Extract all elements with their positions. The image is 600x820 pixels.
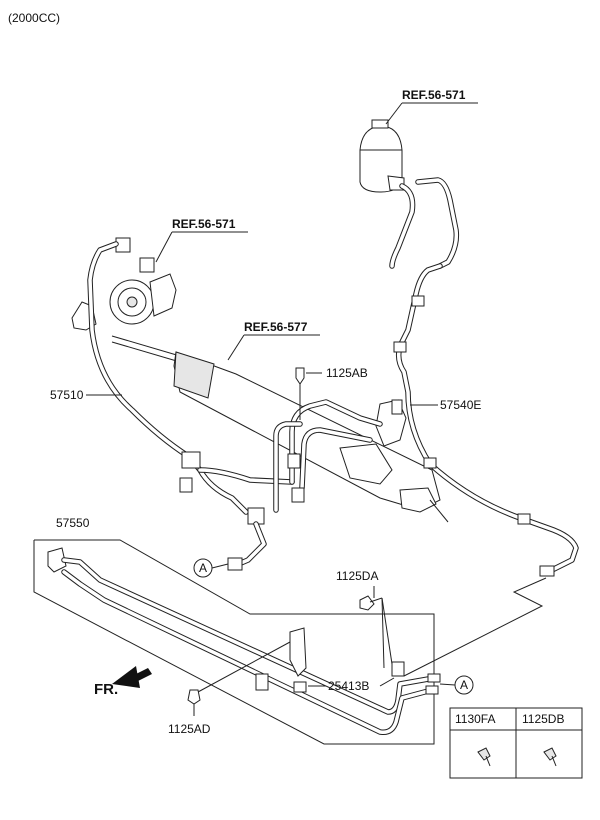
return-hose-drawing — [87, 241, 295, 515]
fastener-header-1130fa: 1130FA — [455, 712, 495, 726]
bolt-da-drawing — [359, 595, 375, 611]
reservoir-drawing — [359, 119, 405, 193]
bolt-ad-label: 1125AD — [168, 722, 211, 736]
gear-box-ref-label: REF.56-577 — [244, 320, 308, 334]
return-hose-fitting — [179, 477, 193, 493]
gear-lines-drawing — [273, 399, 383, 513]
fastener-1130fa-icon — [477, 747, 491, 767]
cooler-connection-leader — [403, 577, 547, 677]
bolt-ab-label: 1125AB — [326, 366, 368, 380]
fastener-1125db-icon — [543, 747, 557, 767]
cooler-assembly-label: 57550 — [56, 516, 90, 530]
bolt-ab-drawing — [295, 367, 305, 385]
fastener-header-1125db: 1125DB — [522, 712, 564, 726]
reservoir-ref-label: REF.56-571 — [402, 88, 466, 102]
cooler-tube-label: 57540E — [440, 398, 481, 412]
reservoir-hoses — [389, 177, 460, 269]
front-direction-label: FR. — [94, 681, 118, 698]
clamp-label: 25413B — [328, 679, 369, 693]
pump-drawing — [109, 237, 177, 325]
pump-ref-label: REF.56-571 — [172, 217, 236, 231]
steering-gear-drawing — [111, 335, 449, 523]
return-hose-label: 57510 — [50, 388, 84, 402]
front-direction-indicator: FR. — [94, 666, 152, 698]
bolt-da-label: 1125DA — [336, 569, 378, 583]
cooler-tube-drawing — [395, 263, 579, 575]
return-hose-clamp — [181, 451, 201, 469]
cooler-assembly-drawing — [47, 547, 441, 736]
connection-marker-lower-label: A — [460, 678, 468, 692]
bolt-ad-drawing — [187, 689, 201, 705]
connection-marker-upper-label: A — [199, 561, 207, 575]
engine-note: (2000CC) — [8, 11, 60, 25]
fastener-table: 1130FA 1125DB — [449, 707, 583, 779]
